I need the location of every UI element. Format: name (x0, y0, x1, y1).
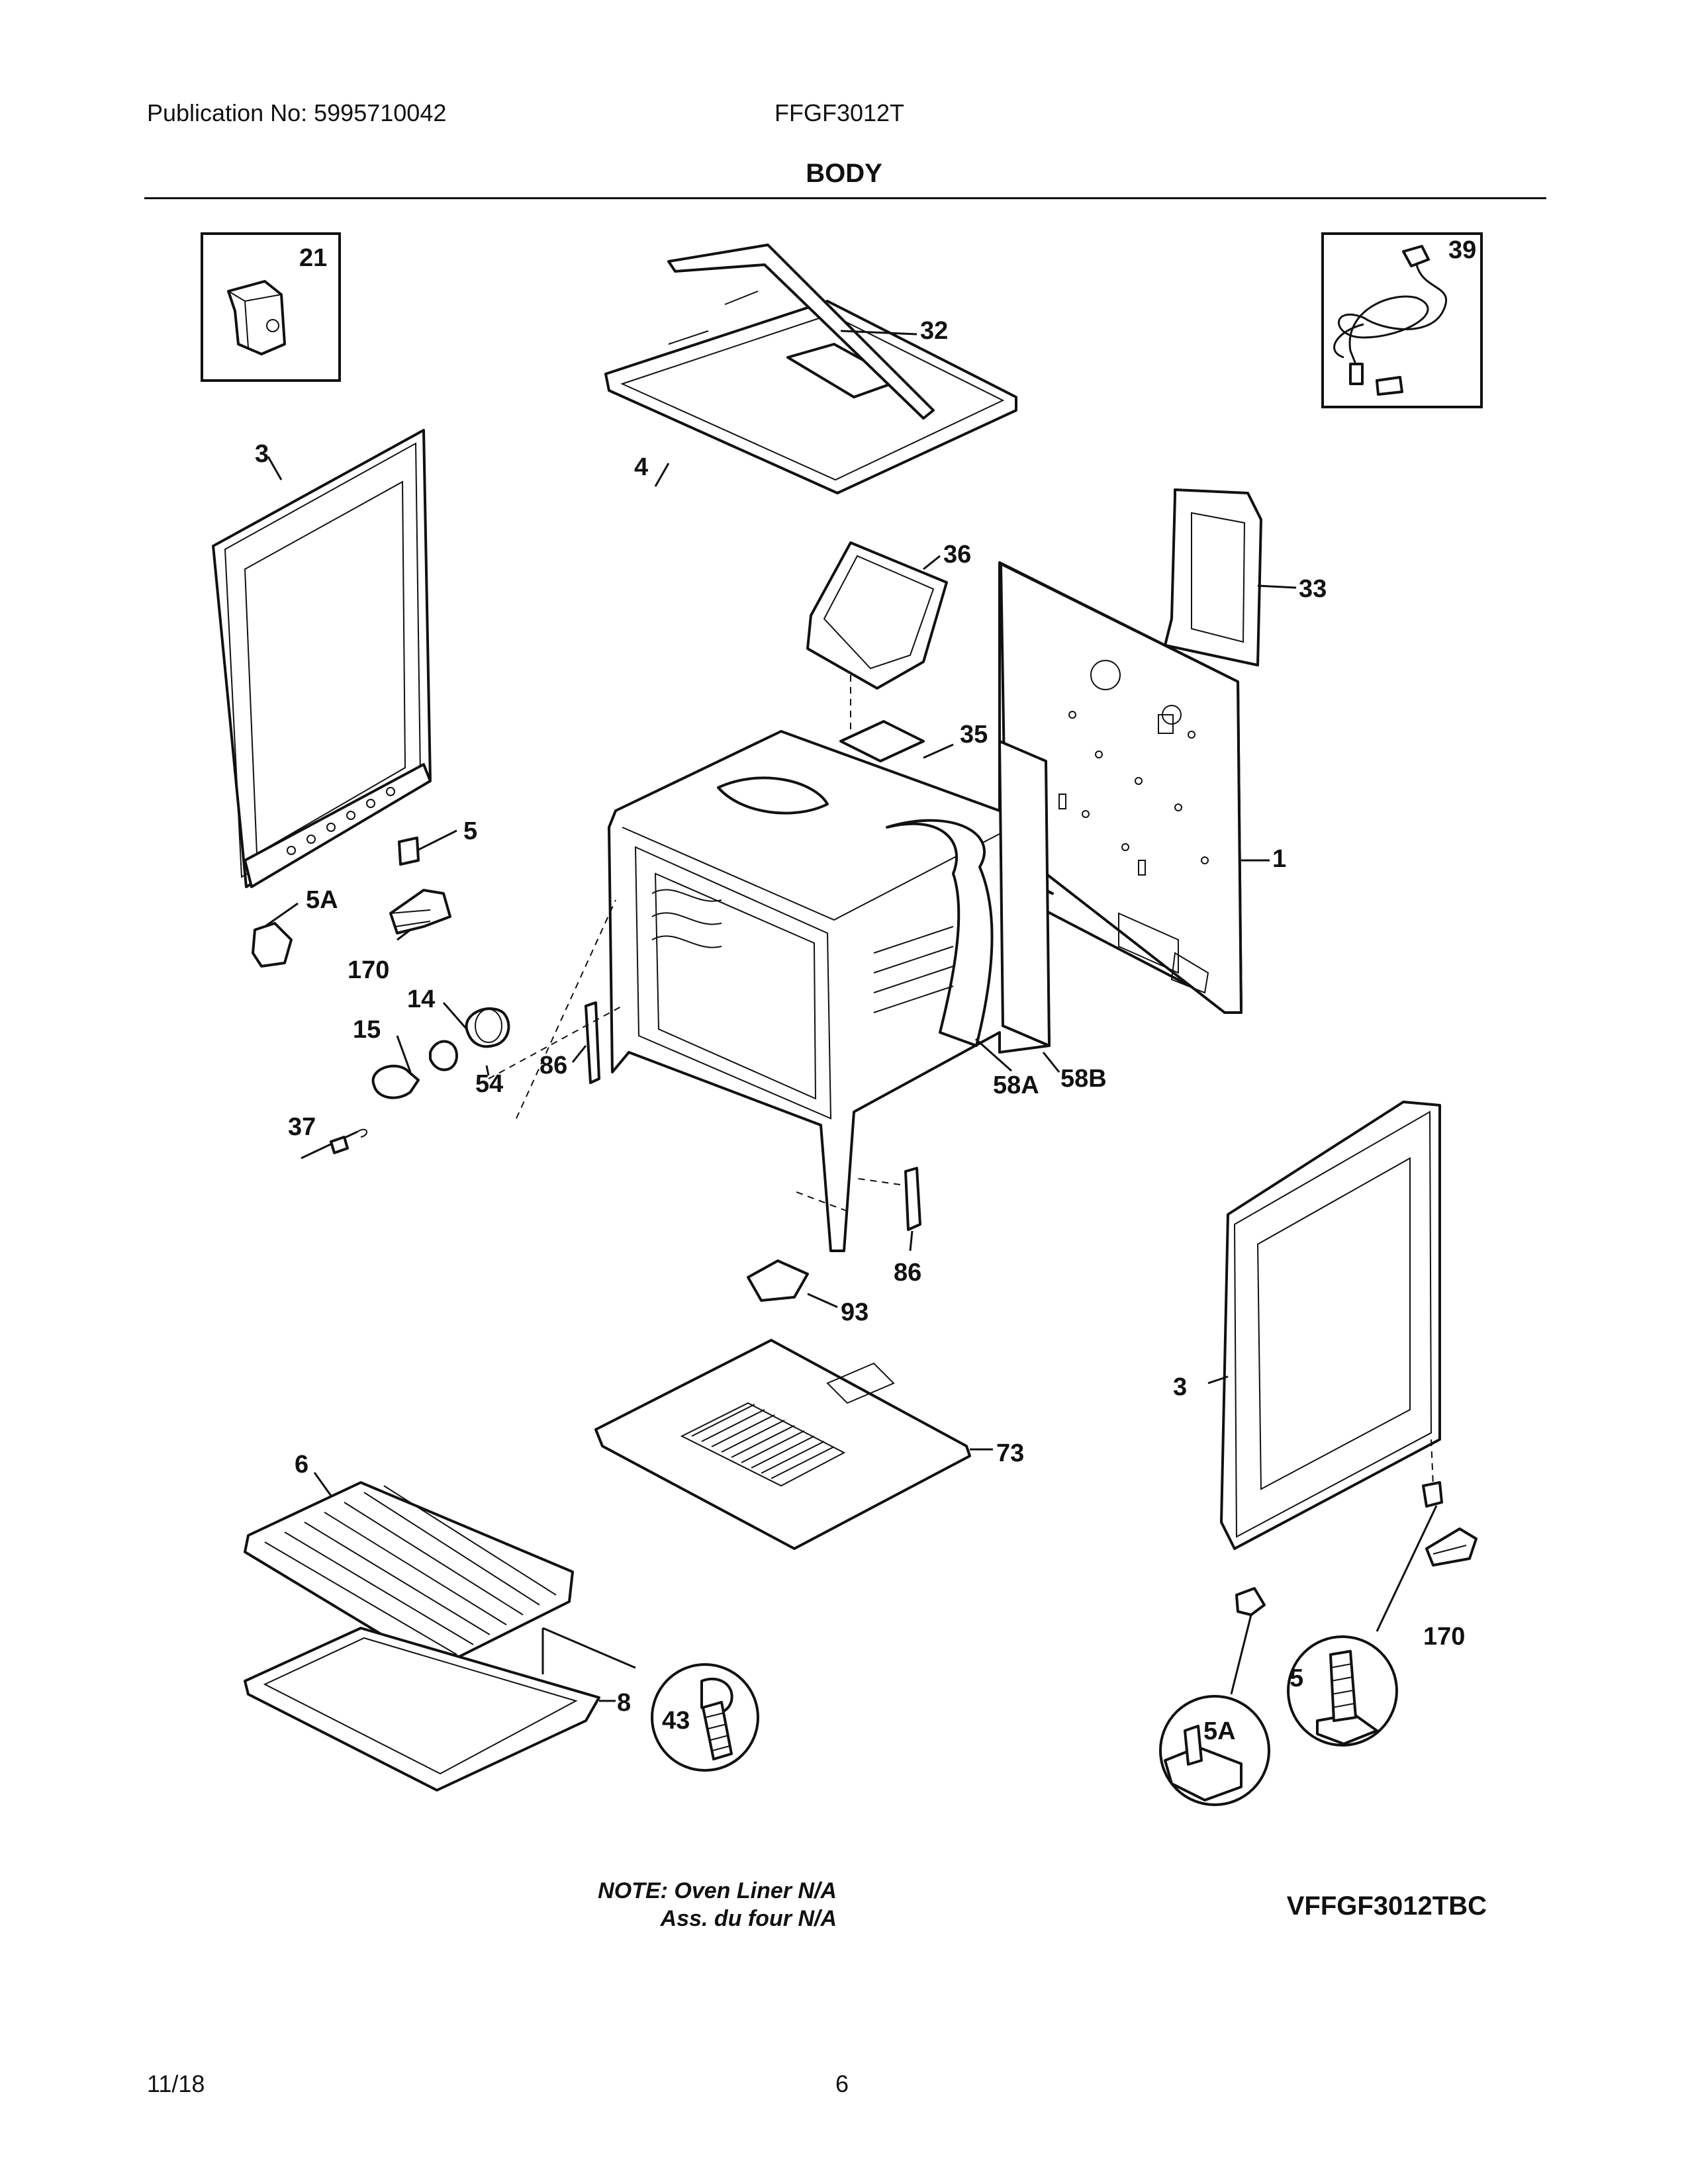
callout-37: 37 (288, 1113, 316, 1141)
part-left-hardware (252, 829, 457, 968)
callout-5-left: 5 (463, 817, 477, 845)
model-number: FFGF3012T (774, 99, 905, 126)
header-rule (144, 197, 1546, 199)
callout-3-right: 3 (1173, 1373, 1187, 1401)
part-36 (806, 541, 948, 690)
callout-170-right: 170 (1423, 1623, 1465, 1651)
part-broil-pan (244, 1627, 636, 1792)
page-number: 6 (835, 2070, 849, 2097)
inset-part-39 (1321, 232, 1483, 408)
callout-5A-left: 5A (306, 886, 338, 914)
note-line-1: NOTE: Oven Liner N/A (598, 1878, 837, 1903)
callout-33: 33 (1299, 575, 1327, 603)
callout-14: 14 (407, 985, 435, 1013)
callout-39: 39 (1448, 236, 1476, 264)
callout-58B: 58B (1060, 1065, 1107, 1093)
callout-circle-5-right (1287, 1635, 1398, 1747)
callout-5A-right: 5A (1203, 1717, 1236, 1745)
callout-circle-43 (651, 1663, 759, 1772)
part-right-side-panel (1207, 1101, 1441, 1550)
callout-43: 43 (662, 1707, 690, 1735)
callout-15: 15 (353, 1016, 381, 1044)
callout-32: 32 (920, 317, 948, 345)
publication-number: Publication No: 5995710042 (147, 99, 447, 126)
callout-labels: 21 39 32 4 3 36 33 35 1 5 5A 170 14 15 5… (255, 236, 1476, 1745)
part-86-left (585, 1001, 600, 1084)
part-93 (747, 1259, 838, 1308)
callout-73: 73 (996, 1439, 1024, 1467)
part-right-hardware (1230, 1481, 1477, 1695)
callout-93: 93 (841, 1298, 868, 1326)
section-title: BODY (806, 159, 882, 188)
part-33 (1164, 488, 1262, 666)
callout-circle-5A-right (1159, 1695, 1270, 1806)
callout-35: 35 (960, 721, 988, 749)
part-oven-liner (608, 720, 1051, 1252)
callout-86-left: 86 (539, 1052, 567, 1079)
callout-3-left: 3 (255, 440, 269, 468)
part-86-right (904, 1167, 921, 1251)
part-oven-rack (244, 1472, 574, 1669)
callout-4: 4 (634, 453, 648, 481)
callout-86-right: 86 (894, 1259, 921, 1287)
part-back-panel (998, 561, 1243, 1014)
callout-1: 1 (1272, 845, 1286, 873)
callout-5-right: 5 (1289, 1664, 1303, 1692)
callout-58A: 58A (993, 1071, 1039, 1099)
callout-6: 6 (295, 1451, 308, 1479)
variant-code: VFFGF3012TBC (1286, 1891, 1487, 1921)
callout-21: 21 (299, 244, 327, 272)
inset-part-21 (201, 232, 341, 382)
part-top-pan (604, 244, 1017, 494)
callout-170-left: 170 (348, 956, 389, 984)
part-bottom-panel (594, 1339, 993, 1550)
part-light-assembly (301, 1007, 510, 1160)
footer-date: 11/18 (147, 2070, 205, 2097)
callout-8: 8 (617, 1689, 631, 1717)
callout-54: 54 (475, 1070, 503, 1098)
note-line-2: Ass. du four N/A (660, 1906, 837, 1931)
part-left-side-panel (212, 429, 432, 888)
callout-36: 36 (943, 541, 971, 569)
